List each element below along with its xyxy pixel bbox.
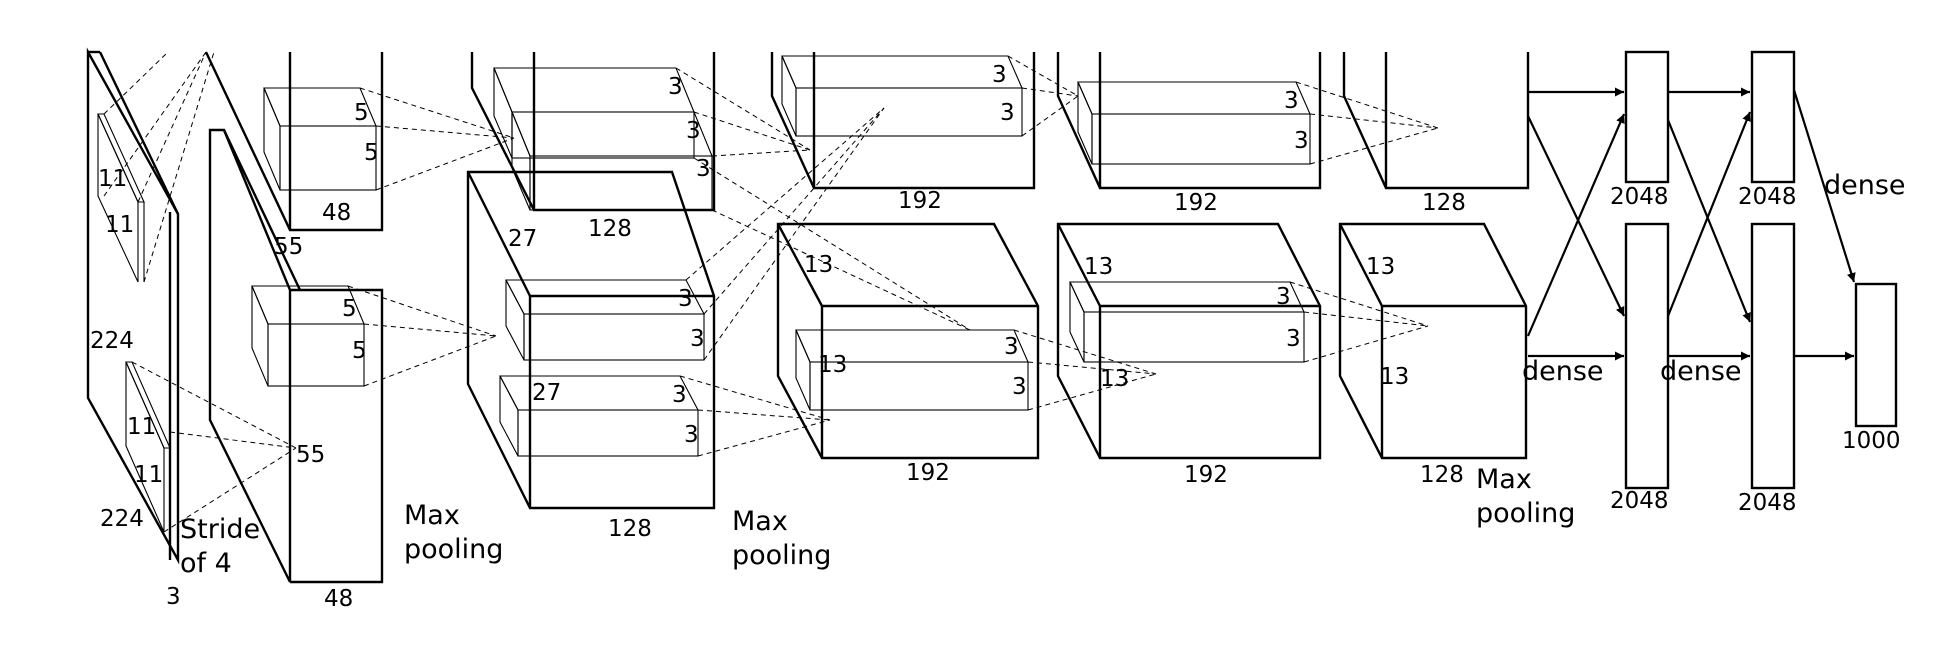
conv4-kernel-size-4: 3 — [1286, 326, 1301, 352]
fc7-bottom-size: 2048 — [1738, 490, 1797, 516]
conv2-bottom-volume — [466, 170, 716, 510]
conv3-top-depth: 192 — [898, 188, 942, 214]
connection-lines — [103, 51, 1439, 533]
conv2-size-top: 27 — [508, 226, 537, 252]
conv4-bottom-volume — [1056, 222, 1322, 460]
input-kernel-size-4: 11 — [134, 462, 163, 488]
maxpool2-label-line1: Max — [732, 506, 788, 537]
dense-label-3: dense — [1824, 170, 1906, 201]
fc6-top-size: 2048 — [1610, 184, 1669, 210]
fc7-top — [1750, 50, 1796, 184]
input-kernel-size-3: 11 — [127, 414, 156, 440]
conv3-kernel-size-1: 3 — [992, 62, 1007, 88]
conv2-bottom-depth: 128 — [608, 516, 652, 542]
fc6-bottom — [1624, 222, 1670, 490]
conv1-bottom-depth: 48 — [324, 586, 353, 612]
conv2-top-kernel-2 — [511, 111, 713, 211]
conv3-top-volume — [770, 52, 1036, 190]
conv1-size-top: 55 — [274, 234, 303, 260]
dense-label-2: dense — [1660, 356, 1742, 387]
conv2-kernel-size-5: 3 — [690, 326, 705, 352]
stride-value-label: of 4 — [180, 548, 232, 579]
conv1-kernel-size-3: 5 — [342, 296, 357, 322]
conv2-kernel-size-1: 3 — [668, 74, 683, 100]
fc6-top — [1624, 50, 1670, 184]
fc6-bottom-size: 2048 — [1610, 488, 1669, 514]
input-height-label: 224 — [90, 328, 134, 354]
output-size: 1000 — [1842, 428, 1901, 454]
conv2-kernel-size-7: 3 — [684, 422, 699, 448]
conv5-bottom-depth: 128 — [1420, 462, 1464, 488]
maxpool2-label-line2: pooling — [732, 540, 831, 571]
conv2-bottom-kernel-1 — [505, 279, 705, 361]
conv2-top-kernel-1 — [493, 67, 695, 159]
maxpool3-label-line2: pooling — [1476, 498, 1575, 529]
input-kernel-size-1: 11 — [98, 166, 127, 192]
conv4-top-depth: 192 — [1174, 190, 1218, 216]
input-kernel-size-2: 11 — [105, 212, 134, 238]
conv4-size-top: 13 — [1084, 254, 1113, 280]
conv1-kernel-size-4: 5 — [352, 338, 367, 364]
conv1-top-depth: 48 — [322, 200, 351, 226]
fc7-top-size: 2048 — [1738, 184, 1797, 210]
stride-label: Stride — [180, 514, 260, 545]
fc7-bottom — [1750, 222, 1796, 490]
conv4-size-bottom: 13 — [1100, 366, 1129, 392]
maxpool1-label-line1: Max — [404, 500, 460, 531]
output-layer — [1854, 282, 1898, 428]
conv2-kernel-size-4: 3 — [678, 286, 693, 312]
conv2-kernel-size-6: 3 — [672, 382, 687, 408]
conv2-kernel-size-3: 3 — [696, 156, 711, 182]
conv4-bottom-kernel — [1069, 281, 1305, 363]
conv3-kernel-size-3: 3 — [1004, 334, 1019, 360]
conv2-size-bottom: 27 — [532, 380, 561, 406]
conv4-kernel-size-1: 3 — [1284, 88, 1299, 114]
conv3-bottom-volume — [776, 222, 1040, 460]
conv3-bottom-depth: 192 — [906, 460, 950, 486]
conv1-kernel-size-2: 5 — [364, 140, 379, 166]
maxpool3-label-line1: Max — [1476, 464, 1532, 495]
conv4-bottom-depth: 192 — [1184, 462, 1228, 488]
dense-arrows — [1526, 87, 1856, 361]
conv3-kernel-size-4: 3 — [1012, 374, 1027, 400]
conv5-bottom-volume — [1338, 222, 1528, 460]
conv5-size-top: 13 — [1366, 254, 1395, 280]
input-kernel-top — [97, 113, 145, 283]
conv3-size-top: 13 — [804, 252, 833, 278]
conv1-size-bottom: 55 — [296, 442, 325, 468]
conv1-top-volume — [204, 51, 384, 232]
conv5-top-depth: 128 — [1422, 190, 1466, 216]
conv2-top-depth: 128 — [588, 216, 632, 242]
conv1-kernel-size-1: 5 — [354, 100, 369, 126]
dense-label-1: dense — [1522, 356, 1604, 387]
conv5-top-volume — [1342, 52, 1530, 190]
conv4-top-kernel — [1077, 81, 1311, 165]
maxpool1-label-line2: pooling — [404, 534, 503, 565]
conv4-kernel-size-2: 3 — [1294, 128, 1309, 154]
conv2-kernel-size-2: 3 — [686, 118, 701, 144]
conv3-top-kernel — [781, 55, 1023, 137]
conv4-top-volume — [1056, 52, 1322, 190]
conv1-bottom-volume — [208, 128, 384, 584]
conv3-size-bottom: 13 — [818, 352, 847, 378]
conv4-kernel-size-3: 3 — [1276, 284, 1291, 310]
conv5-size-bottom: 13 — [1380, 364, 1409, 390]
input-width-label: 224 — [100, 506, 144, 532]
conv3-kernel-size-2: 3 — [1000, 100, 1015, 126]
input-depth-label: 3 — [166, 584, 181, 610]
